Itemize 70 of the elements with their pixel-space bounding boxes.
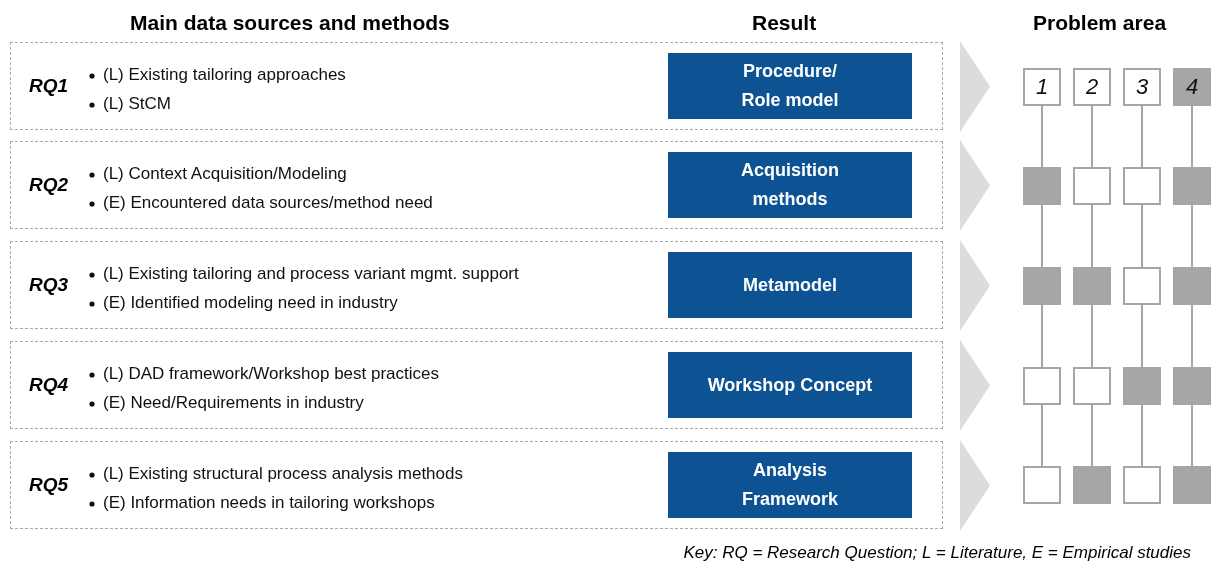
status-square <box>1123 466 1161 504</box>
question-label: RQ2 <box>29 173 69 197</box>
chevron-shape <box>960 340 990 431</box>
status-square <box>1173 267 1211 305</box>
column-heading: Main data sources and methods <box>130 11 450 35</box>
status-square <box>1123 167 1161 205</box>
connector-line <box>1141 204 1143 268</box>
dashed-row-box <box>10 42 943 130</box>
connector-line <box>1091 204 1093 268</box>
connector-line <box>1091 404 1093 467</box>
chevron-shape <box>960 140 990 231</box>
connector-line <box>1041 404 1043 467</box>
status-square <box>1173 167 1211 205</box>
numbered-square: 4 <box>1173 68 1211 106</box>
status-square <box>1173 466 1211 504</box>
connector-line <box>1041 105 1043 168</box>
result-box: Workshop Concept <box>668 352 912 418</box>
status-square <box>1123 367 1161 405</box>
key-caption: Key: RQ = Research Question; L = Literature, E = Empirical studies <box>683 543 1191 563</box>
bullet-item: (L) DAD framework/Workshop best practices <box>103 364 439 384</box>
numbered-square: 2 <box>1073 68 1111 106</box>
status-square <box>1073 167 1111 205</box>
question-label: RQ5 <box>29 473 69 497</box>
bullet-item: (L) StCM <box>103 94 171 114</box>
bullet-item: (E) Identified modeling need in industry <box>103 293 398 313</box>
chevron-shape <box>960 41 990 132</box>
connector-line <box>1191 105 1193 168</box>
result-box: Metamodel <box>668 252 912 318</box>
status-square <box>1073 466 1111 504</box>
question-label: RQ4 <box>29 373 69 397</box>
result-box: Acquisition methods <box>668 152 912 218</box>
bullet-item: (E) Need/Requirements in industry <box>103 393 364 413</box>
connector-line <box>1141 404 1143 467</box>
question-label: RQ1 <box>29 74 69 98</box>
chevron-shape <box>960 440 990 531</box>
status-square <box>1123 267 1161 305</box>
column-heading: Problem area <box>1033 11 1167 35</box>
connector-line <box>1191 304 1193 368</box>
bullet-item: (E) Encountered data sources/method need <box>103 193 433 213</box>
status-square <box>1023 367 1061 405</box>
connector-line <box>1191 404 1193 467</box>
dashed-row-box <box>10 241 943 329</box>
status-square <box>1023 466 1061 504</box>
result-box: Analysis Framework <box>668 452 912 518</box>
status-square <box>1073 267 1111 305</box>
numbered-square: 3 <box>1123 68 1161 106</box>
connector-line <box>1091 105 1093 168</box>
question-label: RQ3 <box>29 273 69 297</box>
connector-line <box>1041 304 1043 368</box>
bullet-item: (L) Existing structural process analysis methods <box>103 464 463 484</box>
bullet-item: (L) Existing tailoring approaches <box>103 65 346 85</box>
connector-line <box>1191 204 1193 268</box>
connector-line <box>1091 304 1093 368</box>
numbered-square: 1 <box>1023 68 1061 106</box>
status-square <box>1173 367 1211 405</box>
bullet-item: (E) Information needs in tailoring workshops <box>103 493 435 513</box>
dashed-row-box <box>10 441 943 529</box>
bullet-item: (L) Context Acquisition/Modeling <box>103 164 347 184</box>
connector-line <box>1141 105 1143 168</box>
status-square <box>1073 367 1111 405</box>
connector-line <box>1041 204 1043 268</box>
status-square <box>1023 267 1061 305</box>
dashed-row-box <box>10 341 943 429</box>
column-heading: Result <box>752 11 817 35</box>
chevron-shape <box>960 240 990 331</box>
result-box: Procedure/ Role model <box>668 53 912 119</box>
connector-line <box>1141 304 1143 368</box>
bullet-item: (L) Existing tailoring and process variant mgmt. support <box>103 264 519 284</box>
status-square <box>1023 167 1061 205</box>
dashed-row-box <box>10 141 943 229</box>
